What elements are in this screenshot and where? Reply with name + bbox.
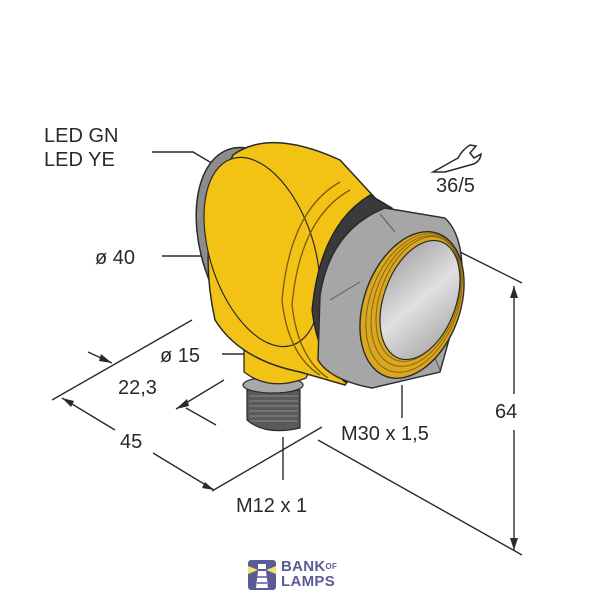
- label-thread-m30: M30 x 1,5: [341, 423, 429, 445]
- logo-bank: BANK: [281, 558, 326, 575]
- label-thread-m12: M12 x 1: [236, 495, 308, 517]
- label-dim-22-3: 22,3: [118, 377, 157, 399]
- lighthouse-icon: [248, 560, 276, 590]
- label-wrench-size: 36/5: [436, 175, 475, 197]
- label-dim-64: 64: [495, 401, 518, 423]
- label-led-ye: LED YE: [44, 149, 115, 171]
- connector-m12: [242, 376, 304, 432]
- logo-of: OF: [325, 562, 338, 571]
- wrench-icon: [430, 144, 482, 173]
- label-led-gn: LED GN: [44, 125, 119, 147]
- arrowheads: [62, 286, 518, 550]
- bank-of-lamps-logo: BANKOF LAMPS: [248, 558, 358, 592]
- label-diameter-40: ø 40: [95, 247, 136, 269]
- logo-lamps: LAMPS: [281, 573, 335, 590]
- lens: [379, 239, 461, 361]
- housing-grooves: [281, 181, 351, 379]
- label-dim-45: 45: [120, 431, 143, 453]
- label-diameter-15: ø 15: [160, 345, 201, 367]
